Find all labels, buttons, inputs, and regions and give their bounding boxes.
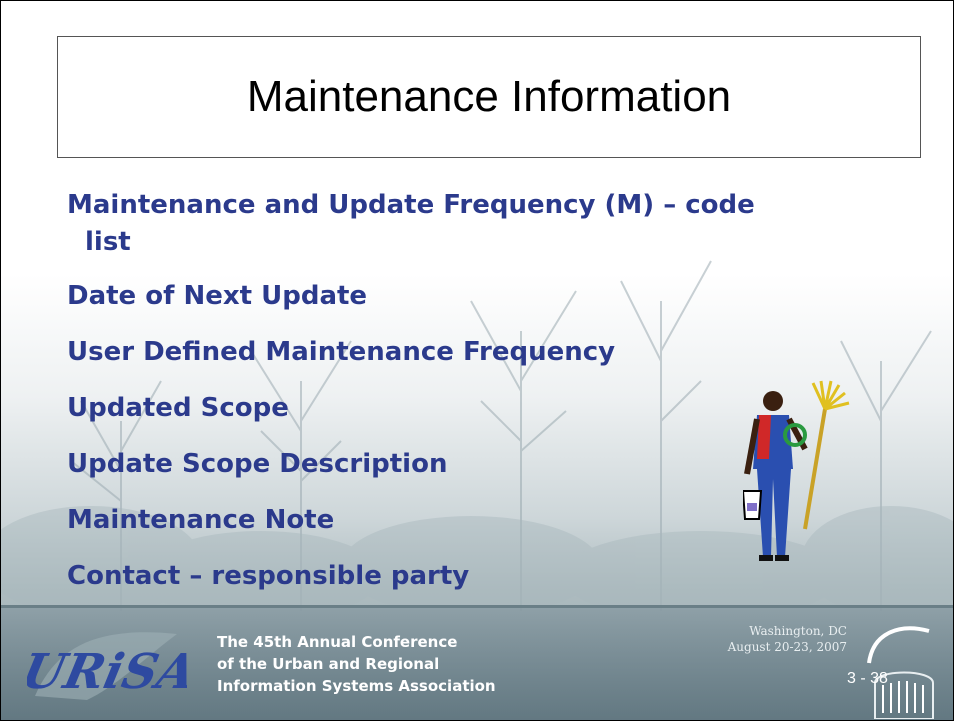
bullet-item: Update Scope Description: [67, 449, 448, 479]
slide-title: Maintenance Information: [246, 72, 732, 121]
location-text: Washington, DC August 20-23, 2007: [719, 623, 847, 655]
conference-text: The 45th Annual Conference of the Urban …: [217, 631, 496, 697]
footer-band: [1, 605, 953, 720]
janitor-clipart-icon: [743, 380, 850, 561]
conference-line: Information Systems Association: [217, 677, 496, 695]
svg-text:URiSA: URiSA: [27, 643, 187, 699]
bullet-item: User Defined Maintenance Frequency: [67, 337, 616, 367]
title-box: Maintenance Information: [57, 36, 921, 158]
bullet-item: Contact – responsible party: [67, 561, 470, 591]
bullet-item: Updated Scope: [67, 393, 289, 423]
location: Washington, DC: [749, 624, 847, 638]
capitol-dome-icon: [867, 626, 934, 719]
urisa-logo-icon: URiSA: [27, 632, 187, 700]
bullet-item: Maintenance and Update Frequency (M) – c…: [67, 190, 755, 257]
conference-line: The 45th Annual Conference: [217, 633, 458, 651]
bullet-list: Maintenance and Update Frequency (M) – c…: [67, 187, 767, 614]
page-number: 3 - 38: [847, 670, 888, 687]
bullet-item: Maintenance Note: [67, 505, 335, 535]
dates: August 20-23, 2007: [727, 640, 847, 654]
conference-line: of the Urban and Regional: [217, 655, 440, 673]
bullet-item: Date of Next Update: [67, 281, 368, 311]
